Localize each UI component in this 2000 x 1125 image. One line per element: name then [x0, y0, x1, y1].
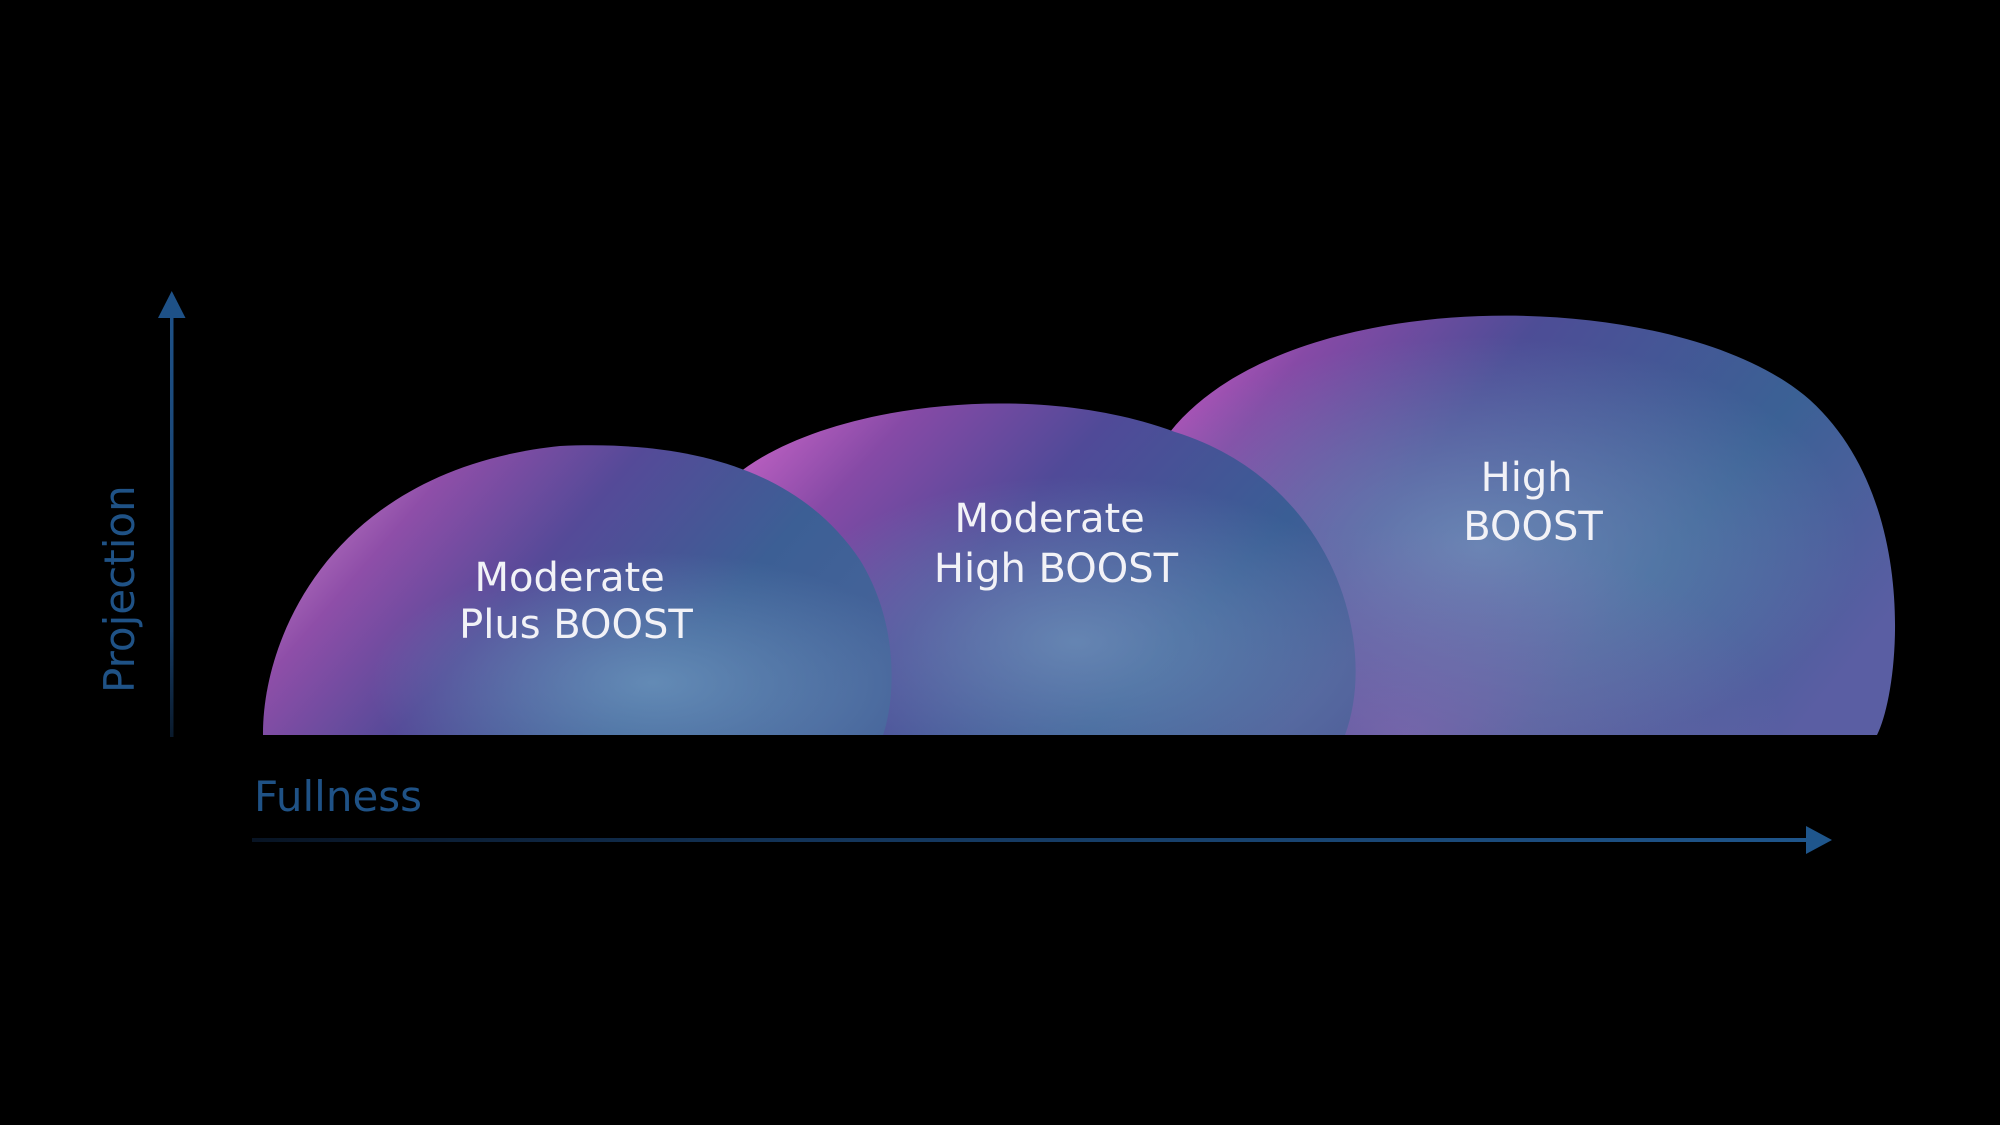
dome-moderate-plus-label-line2: Plus BOOST — [459, 602, 693, 648]
dome-moderate-high-label: Moderate High BOOST — [934, 496, 1179, 592]
dome-moderate-plus-label-line1: Moderate — [475, 555, 665, 601]
dome-moderate-high-label-line2: High BOOST — [934, 546, 1179, 592]
dome-high-label-line2: BOOST — [1463, 504, 1603, 550]
dome-high-label-line1: High — [1481, 455, 1573, 501]
dome-moderate-plus-label: Moderate Plus BOOST — [459, 555, 693, 648]
dome-moderate-high-label-line1: Moderate — [955, 496, 1145, 542]
x-axis-line — [252, 838, 1820, 842]
dome-moderate-plus-boost — [262, 445, 892, 735]
x-axis — [252, 826, 1832, 854]
y-axis-arrowhead — [158, 291, 186, 318]
y-axis-label: Projection — [95, 485, 144, 693]
y-axis-line — [170, 312, 174, 737]
x-axis-arrowhead — [1806, 826, 1832, 854]
y-axis — [158, 291, 186, 737]
dome-high-label: High BOOST — [1463, 455, 1603, 550]
x-axis-label: Fullness — [254, 772, 422, 821]
